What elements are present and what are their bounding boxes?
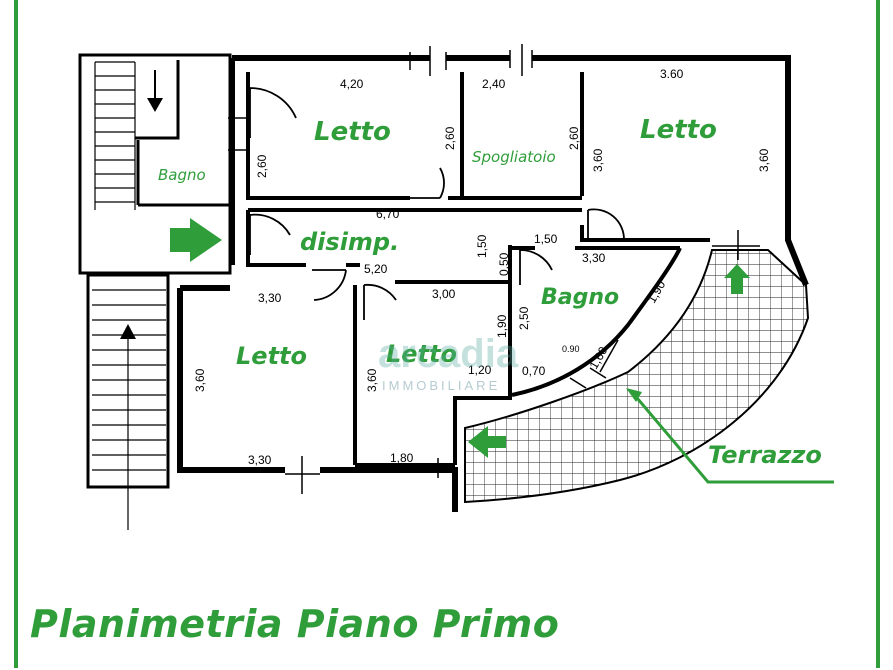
label-letto-2: Letto [640,115,717,145]
dim-670: 6,70 [376,207,400,221]
dim-360-v1: 3,60 [591,148,605,172]
dim-240: 2,40 [482,77,506,91]
label-spogliatoio: Spogliatoio [472,148,556,166]
dim-050: 0,50 [497,252,511,276]
label-bagno-1: Bagno [158,166,206,184]
dim-360-v4: 3,60 [365,368,379,392]
outer-walls [177,55,809,512]
windows [228,44,760,494]
dim-190-a: 1,90 [495,314,509,338]
label-letto-1: Letto [314,117,391,147]
label-letto-4: Letto [386,340,457,368]
dim-120: 1,20 [468,363,492,377]
dim-330-b: 3,30 [248,453,272,467]
arrow-left-icon [468,426,506,458]
page-title: Planimetria Piano Primo [30,602,560,646]
room-labels: Letto Letto Letto Letto Bagno Bagno Spog… [158,115,822,469]
dim-330-c: 3,30 [582,251,606,265]
dim-250: 2,50 [517,306,531,330]
dim-360-top: 3.60 [660,67,684,81]
dim-300: 3,00 [432,287,456,301]
dim-520: 5,20 [364,262,388,276]
dim-070: 0,70 [522,364,546,378]
dim-360-v3: 3,60 [193,368,207,392]
dim-260-b: 2,60 [255,154,269,178]
page-frame [14,0,880,668]
dim-330-a: 3,30 [258,291,282,305]
dim-260-a: 2,60 [443,126,457,150]
dim-090: 0.90 [562,344,580,354]
arrow-up-icon [724,264,750,294]
label-bagno-2: Bagno [541,285,619,310]
watermark-sub: IMMOBILIARE [382,378,501,393]
staircase [78,53,232,530]
label-terrazzo: Terrazzo [708,441,822,469]
dim-150-h: 1,50 [534,232,558,246]
dim-180: 1,80 [390,451,414,465]
terrazzo-leader [630,391,834,484]
arrow-right-icon [170,218,222,262]
dim-150-v: 1,50 [475,234,489,258]
dim-260-c: 2,60 [567,126,581,150]
dim-190-b: 1,90 [644,278,668,306]
doors [249,87,625,373]
label-disimp: disimp. [300,228,399,256]
watermark-brand: arcadia [378,332,519,376]
terrazzo-floor [464,249,810,504]
dim-360-v2: 3,60 [757,148,771,172]
dim-420: 4,20 [340,77,364,91]
interior-walls [246,72,710,467]
label-letto-3: Letto [236,342,307,370]
